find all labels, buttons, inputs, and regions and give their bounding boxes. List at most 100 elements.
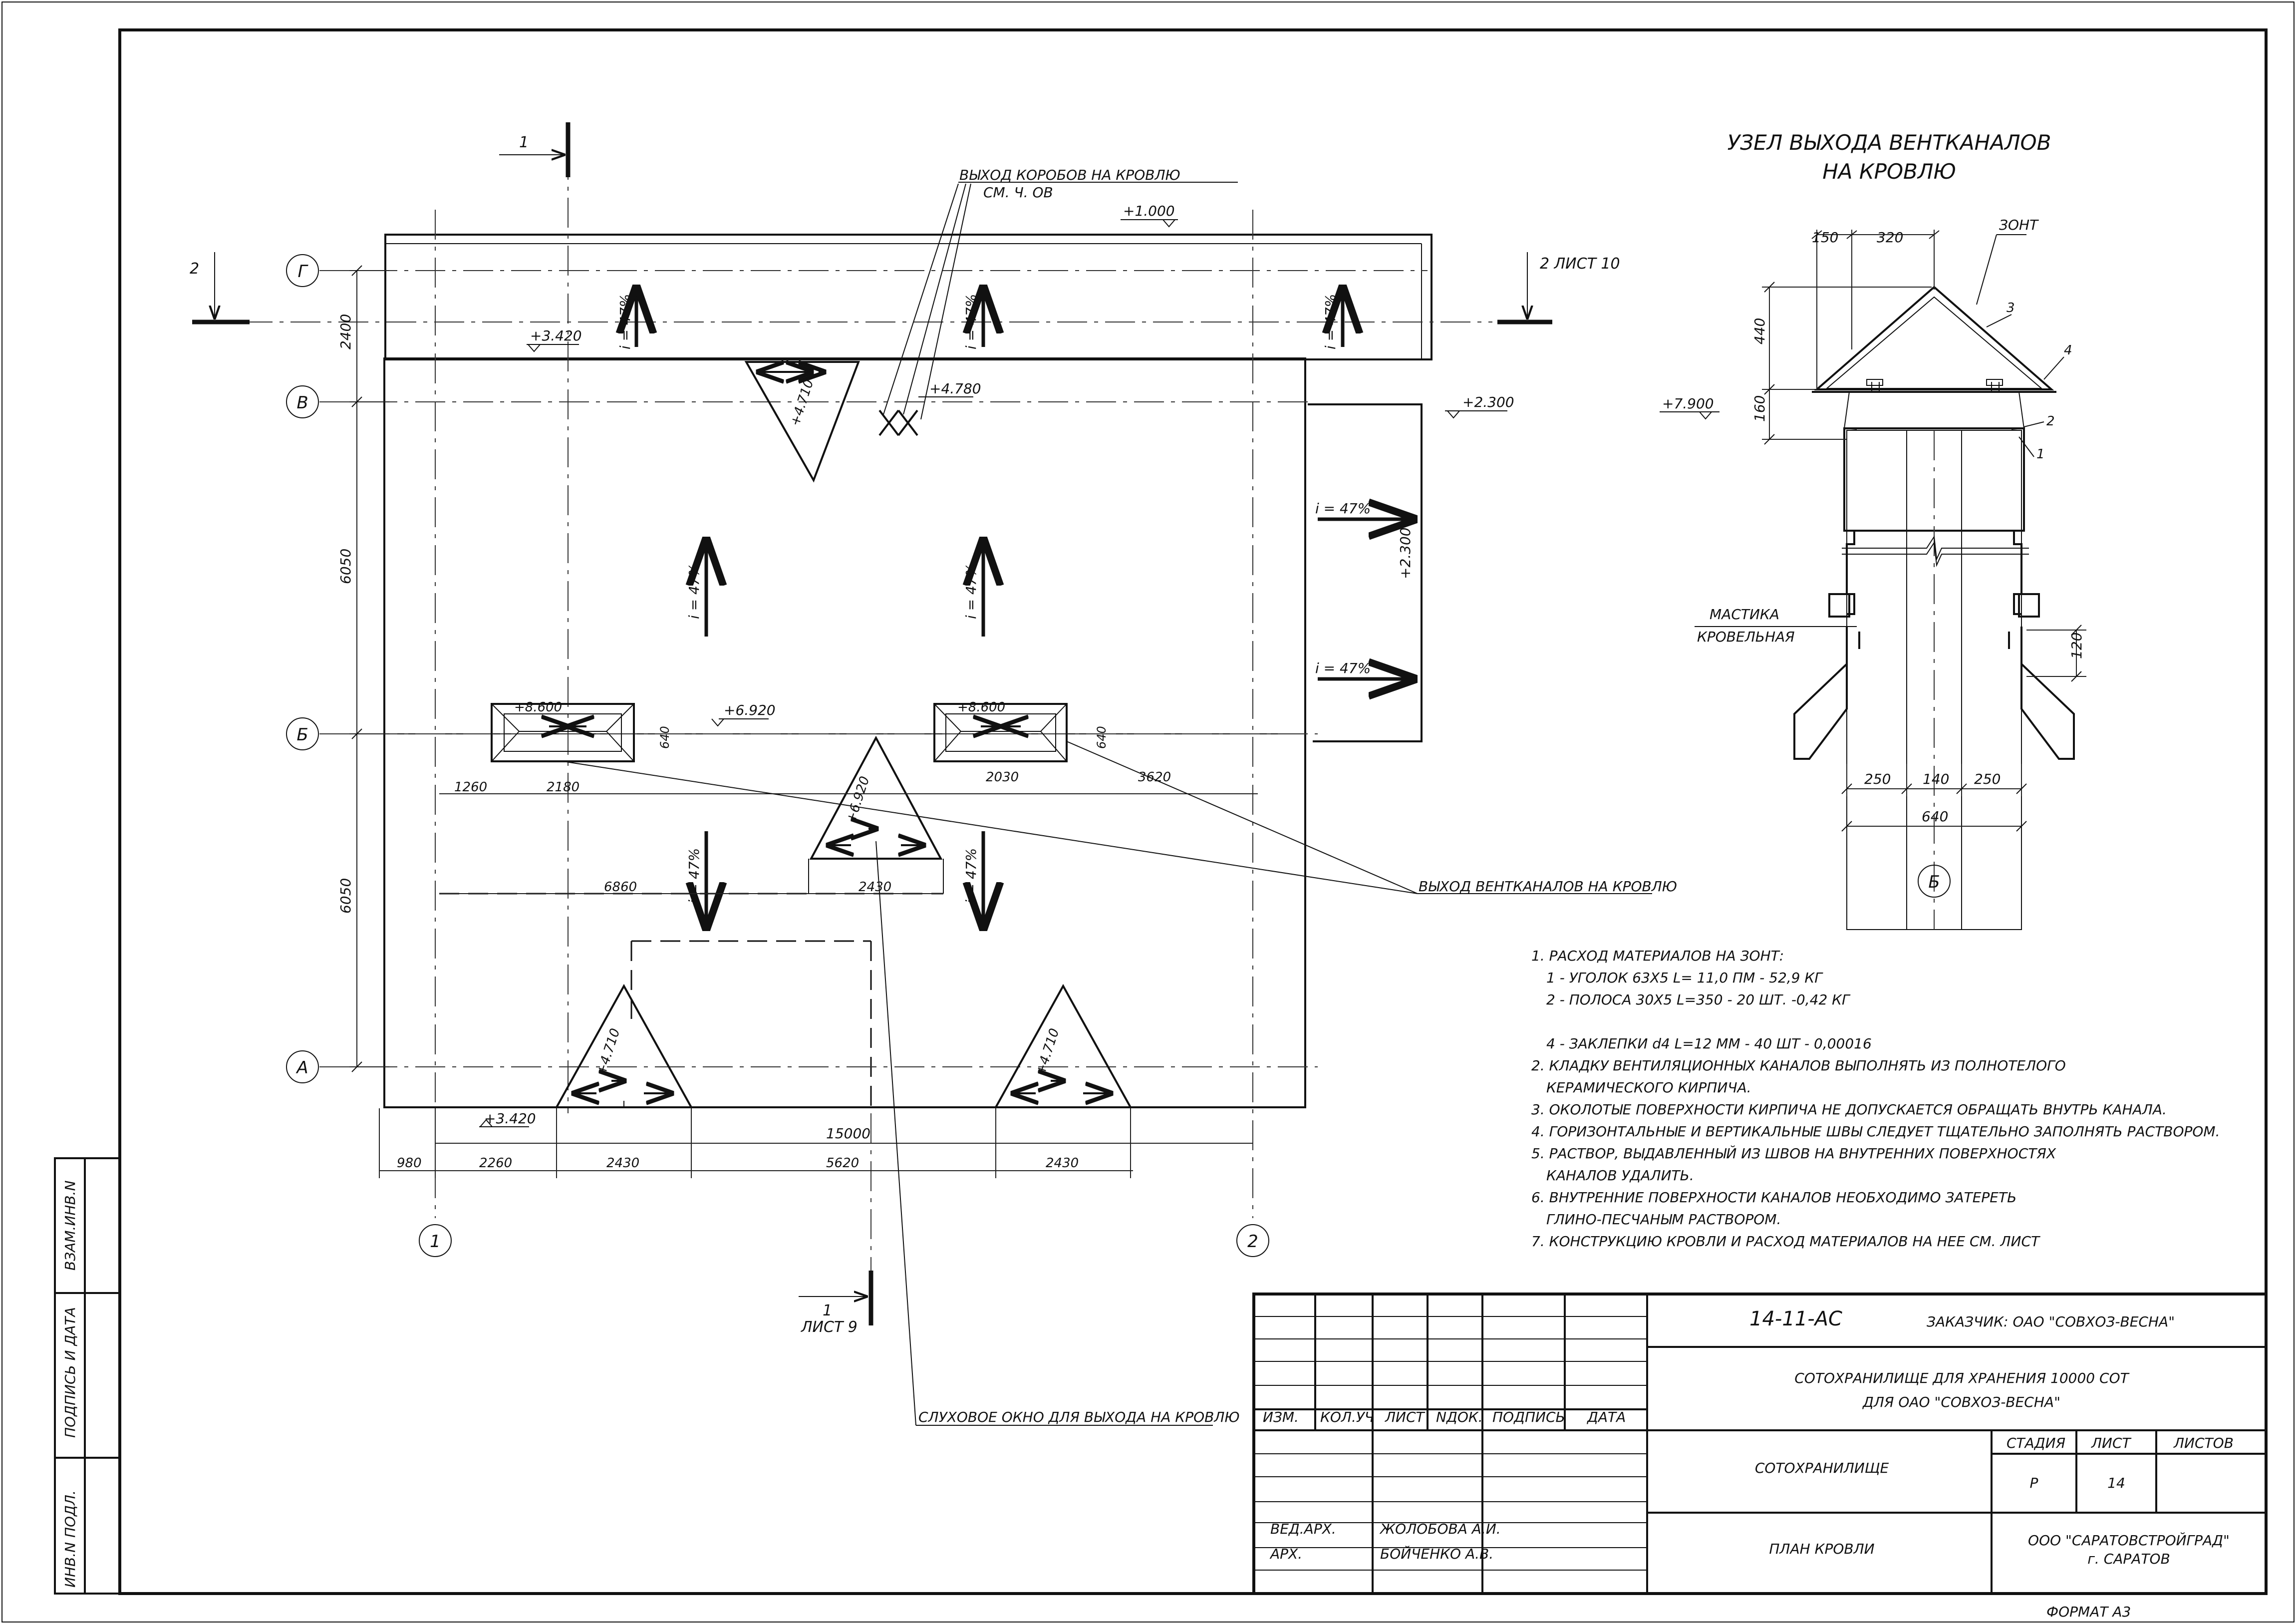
note-7: 7. КОНСТРУКЦИЮ КРОВЛИ И РАСХОД МАТЕРИАЛО…: [1531, 1233, 2040, 1250]
axis-g: Г: [298, 262, 309, 282]
stamp-col-podpis: ПОДПИСЬ: [1492, 1409, 1565, 1425]
detail-title-1: УЗЕЛ ВЫХОДА ВЕНТКАНАЛОВ: [1727, 130, 2051, 155]
note-4: 4. ГОРИЗОНТАЛЬНЫЕ И ВЕРТИКАЛЬНЫЕ ШВЫ СЛЕ…: [1531, 1123, 2220, 1140]
stamp-sheet-label: ЛИСТ: [2091, 1435, 2132, 1451]
stamp-col-data: ДАТА: [1586, 1409, 1626, 1425]
roof-tiled-area: [383, 357, 1306, 1108]
stamp-stage-label: СТАДИЯ: [2007, 1435, 2065, 1451]
dims-inner: 1260 2180 2030 3620 640 640 6860 2430: [439, 726, 1258, 895]
detail-mark-3: 3: [2007, 301, 2015, 316]
detail-zont: ЗОНТ: [1999, 217, 2039, 233]
canopy-outline: [384, 234, 1433, 742]
dim-980: 980: [397, 1156, 422, 1171]
slope-6: i = 47%: [686, 848, 702, 904]
detail-dim-120: 120: [2068, 633, 2085, 659]
level-dormer-bl: +4.710: [594, 1026, 623, 1077]
stamp-name-2: БОЙЧЕНКО А.В.: [1380, 1545, 1493, 1562]
section-2-left: 2: [190, 260, 199, 278]
note-1: 1. РАСХОД МАТЕРИАЛОВ НА ЗОНТ:: [1531, 948, 1784, 964]
vent-box-right: +8.600: [933, 700, 1068, 762]
level-right-canopy-vertical: +2.300: [1397, 527, 1414, 579]
note-1-1: 1 - УГОЛОК 63Х5 L= 11,0 ПМ - 52,9 КГ: [1546, 970, 1823, 986]
callout-duct-boxes-2: СМ. Ч. ОВ: [983, 184, 1053, 201]
note-6: 6. ВНУТРЕННИЕ ПОВЕРХНОСТИ КАНАЛОВ НЕОБХО…: [1531, 1189, 2016, 1206]
stamp-org-1: ООО "САРАТОВСТРОЙГРАД": [2028, 1532, 2230, 1549]
axis-markers: Г В Б А 1 2: [286, 254, 1269, 1257]
detail-dim-150: 150: [1812, 229, 1838, 246]
callout-dormer: СЛУХОВОЕ ОКНО ДЛЯ ВЫХОДА НА КРОВЛЮ: [918, 1409, 1240, 1425]
note-3: 3. ОКОЛОТЫЕ ПОВЕРХНОСТИ КИРПИЧА НЕ ДОПУС…: [1531, 1101, 2167, 1118]
stamp-project-1: СОТОХРАНИЛИЩЕ ДЛЯ ХРАНЕНИЯ 10000 СОТ: [1794, 1370, 2129, 1386]
note-2-cont: КЕРАМИЧЕСКОГО КИРПИЧА.: [1546, 1079, 1751, 1096]
note-5: 5. РАСТВОР, ВЫДАВЛЕННЫЙ ИЗ ШВОВ НА ВНУТР…: [1531, 1145, 2056, 1162]
detail-mastic-2: КРОВЕЛЬНАЯ: [1697, 629, 1795, 645]
detail-title-2: НА КРОВЛЮ: [1822, 159, 1956, 184]
dim-2430-mid: 2430: [859, 880, 891, 895]
dim-640-left: 640: [658, 726, 672, 749]
dim-2180: 2180: [547, 780, 579, 795]
hidden-walls: [439, 893, 943, 1106]
dims-bottom: 15000 980 2260 2430 5620 2430: [379, 1108, 1253, 1178]
dormer-top: +4.710: [744, 362, 860, 483]
level-eave-bottom: +3.420: [484, 1110, 536, 1127]
note-2: 2. КЛАДКУ ВЕНТИЛЯЦИОННЫХ КАНАЛОВ ВЫПОЛНЯ…: [1531, 1057, 2066, 1074]
detail-dim-250-left: 250: [1864, 771, 1891, 787]
stamp-col-list: ЛИСТ: [1385, 1409, 1426, 1425]
stamp-project-2: ДЛЯ ОАО "СОВХОЗ-ВЕСНА": [1862, 1394, 2060, 1410]
section-1-bottom: 1: [823, 1302, 832, 1319]
note-1-4: 4 - ЗАКЛЕПКИ d4 L=12 ММ - 40 ШТ - 0,0001…: [1546, 1035, 1872, 1052]
level-dormer-top: +4.710: [788, 377, 817, 428]
dim-2400: 2400: [337, 314, 354, 349]
detail-level: +7.900: [1662, 395, 1714, 412]
vent-box-left: +8.600: [491, 700, 635, 762]
level-dormer-br: +4.710: [1033, 1026, 1062, 1077]
detail-dim-440: 440: [1751, 318, 1768, 344]
drawing-frame: [118, 28, 2268, 1595]
slope-5: i = 47%: [963, 564, 979, 619]
stamp-sheets-label: ЛИСТОВ: [2173, 1435, 2234, 1451]
slope-8: i = 47%: [1315, 500, 1371, 517]
dim-3620: 3620: [1138, 770, 1171, 785]
detail-vent-outlet: УЗЕЛ ВЫХОДА ВЕНТКАНАЛОВ НА КРОВЛЮ ЗОНТ 3…: [1660, 130, 2086, 930]
slope-9: i = 47%: [1315, 660, 1371, 676]
dormer-bottom-right: +4.710: [994, 983, 1133, 1108]
note-5-cont: КАНАЛОВ УДАЛИТЬ.: [1546, 1167, 1694, 1184]
detail-mark-1: 1: [2036, 447, 2045, 462]
detail-mark-2: 2: [2046, 414, 2055, 429]
detail-dim-320: 320: [1877, 229, 1903, 246]
callout-vent-exit: ВЫХОД ВЕНТКАНАЛОВ НА КРОВЛЮ: [1419, 878, 1677, 895]
side-stamp-podpis: ПОДПИСЬ И ДАТА: [62, 1307, 78, 1438]
callouts: ВЫХОД КОРОБОВ НА КРОВЛЮ СМ. Ч. ОВ ВЫХОД …: [563, 167, 1677, 1426]
dim-5620: 5620: [826, 1156, 859, 1171]
dim-6860: 6860: [604, 880, 637, 895]
stamp-sheet: 14: [2107, 1475, 2125, 1491]
stamp-col-kolch: КОЛ.УЧ: [1320, 1409, 1374, 1425]
dim-6050-bottom: 6050: [337, 878, 354, 914]
detail-dim-640: 640: [1922, 808, 1948, 825]
dim-15000: 15000: [826, 1125, 870, 1142]
stamp-role-1: ВЕД.АРХ.: [1270, 1521, 1336, 1537]
section-2-right: 2 ЛИСТ 10: [1540, 255, 1620, 273]
detail-dim-250-right: 250: [1974, 771, 2001, 787]
dim-2430-a: 2430: [606, 1156, 639, 1171]
section-1-top: 1: [519, 134, 529, 151]
stamp-customer: ЗАКАЗЧИК: ОАО "СОВХОЗ-ВЕСНА": [1927, 1313, 2175, 1330]
sheet-format: ФОРМАТ А3: [2046, 1604, 2131, 1620]
dims-left: 2400 6050 6050: [337, 265, 389, 1072]
dim-2030: 2030: [986, 770, 1019, 785]
level-ventbox-left: +8.600: [514, 700, 562, 715]
detail-dim-160: 160: [1751, 395, 1768, 422]
axis-a: А: [295, 1058, 308, 1078]
title-block: ИЗМ. КОЛ.УЧ ЛИСТ NДОК. ПОДПИСЬ ДАТА ВЕД.…: [1252, 1293, 2268, 1595]
note-6-cont: ГЛИНО-ПЕСЧАНЫМ РАСТВОРОМ.: [1546, 1211, 1781, 1228]
stamp-role-2: АРХ.: [1269, 1546, 1302, 1562]
stamp-stage: Р: [2030, 1475, 2038, 1491]
level-ventbox-right: +8.600: [957, 700, 1005, 715]
slope-2: i = 47%: [963, 294, 979, 349]
side-stamp-inv: ИНВ.N ПОДЛ.: [62, 1490, 78, 1588]
dim-6050-top: 6050: [337, 549, 354, 584]
section-1-bottom-sheet: ЛИСТ 9: [801, 1318, 858, 1336]
section-marks: 1 2 2 ЛИСТ 10 1 ЛИСТ 9: [190, 122, 1620, 1336]
stamp-col-ndok: NДОК.: [1436, 1409, 1483, 1425]
